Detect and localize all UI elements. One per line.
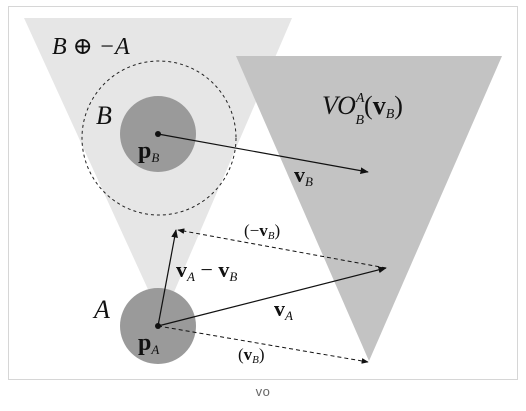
label-vb: vB: [294, 162, 313, 189]
figure-caption: vo: [255, 384, 271, 399]
vector-vb: [157, 133, 369, 174]
vector-pos-vb: [157, 325, 369, 364]
label-neg-vb: (−vB): [244, 221, 280, 242]
label-pb: pB: [138, 138, 159, 165]
label-va-minus-vb: vA − vB: [176, 257, 237, 284]
label-a: A: [92, 295, 110, 324]
vo-cone: [236, 56, 502, 361]
label-pa: pA: [138, 330, 159, 357]
label-pos-vb: (vB): [238, 345, 265, 366]
label-va: vA: [274, 296, 293, 323]
minkowski-circle: [81, 60, 237, 216]
vector-va-minus-vb: [157, 229, 178, 327]
label-minkowski: B ⊕ −A: [52, 34, 130, 60]
vector-neg-vb: [177, 228, 387, 269]
vector-va: [157, 266, 387, 327]
label-b: B: [96, 101, 112, 130]
